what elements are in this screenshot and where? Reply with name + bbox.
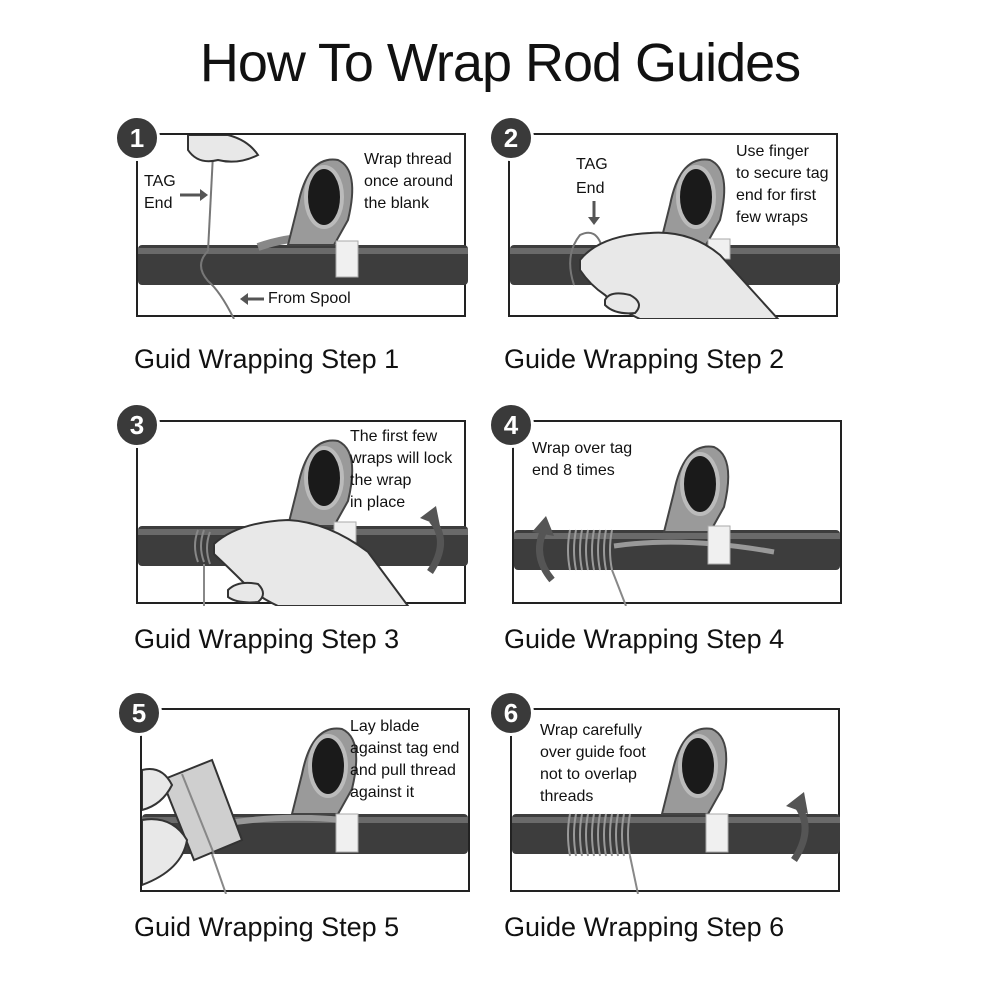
step-3-panel: The first few wraps will lock the wrap i… [136, 420, 468, 606]
step-4-note: Wrap over tag end 8 times [532, 440, 633, 479]
step-4-caption: Guide Wrapping Step 4 [504, 624, 785, 654]
step-5-panel: Lay blade against tag end and pull threa… [140, 708, 470, 894]
from-spool-label: From Spool [268, 290, 351, 307]
step-3-badge: 3 [114, 402, 160, 448]
step-4-badge: 4 [488, 402, 534, 448]
step-6-panel: Wrap carefully over guide foot not to ov… [510, 708, 840, 894]
hand [142, 768, 189, 887]
step-1-illustration [138, 135, 468, 319]
page-title: How To Wrap Rod Guides [199, 33, 801, 93]
step-3-illustration [138, 439, 468, 606]
hand [213, 518, 410, 606]
step-1-note: Wrap thread once around the blank [364, 151, 453, 212]
guide-band [335, 240, 359, 278]
step-6-illustration [512, 727, 840, 894]
tag-end-label: TAG End [576, 156, 608, 197]
guide-ring [304, 165, 344, 229]
step-6-caption: Guide Wrapping Step 6 [504, 912, 785, 942]
guide-ring [678, 734, 718, 798]
guide-band [707, 525, 731, 565]
step-2-illustration [510, 158, 840, 319]
step-5-note: Lay blade against tag end and pull threa… [350, 718, 460, 801]
guide-band [705, 813, 729, 853]
guide-ring [304, 446, 344, 510]
step-4-illustration [514, 445, 840, 606]
rotation-arrow [536, 528, 555, 583]
step-4-panel: Wrap over tag end 8 times [512, 420, 842, 606]
guide-foot [613, 539, 775, 555]
step-2-note: Use finger to secure tag end for first f… [736, 143, 829, 226]
hand [187, 135, 260, 163]
rod-blank [512, 814, 840, 854]
step-6-badge: 6 [488, 690, 534, 736]
step-6-note: Wrap carefully over guide foot not to ov… [540, 722, 646, 805]
step-2-panel: TAG End Use finger to secure tag end for… [508, 133, 840, 319]
guide-ring [680, 452, 720, 516]
step-1-badge: 1 [114, 115, 160, 161]
step-1-panel: TAG End Wrap thread once around the blan… [136, 133, 468, 319]
step-5-caption: Guid Wrapping Step 5 [134, 912, 400, 942]
guide-band [335, 813, 359, 853]
thread-wraps [567, 813, 631, 857]
step-3-note: The first few wraps will lock the wrap i… [350, 428, 453, 511]
tag-end-label: TAG End [144, 173, 176, 212]
thread-wraps [567, 529, 613, 571]
thread-wraps [194, 529, 211, 565]
guide-ring [308, 734, 348, 798]
guide-ring [676, 165, 716, 229]
step-1-caption: Guid Wrapping Step 1 [134, 344, 400, 374]
thread-loop [569, 231, 603, 286]
step-3-caption: Guid Wrapping Step 3 [134, 624, 400, 654]
step-5-illustration [142, 727, 468, 894]
step-2-caption: Guide Wrapping Step 2 [504, 344, 785, 374]
step-5-badge: 5 [116, 690, 162, 736]
rod-blank [514, 530, 840, 570]
step-2-badge: 2 [488, 115, 534, 161]
rod-blank [138, 245, 468, 285]
